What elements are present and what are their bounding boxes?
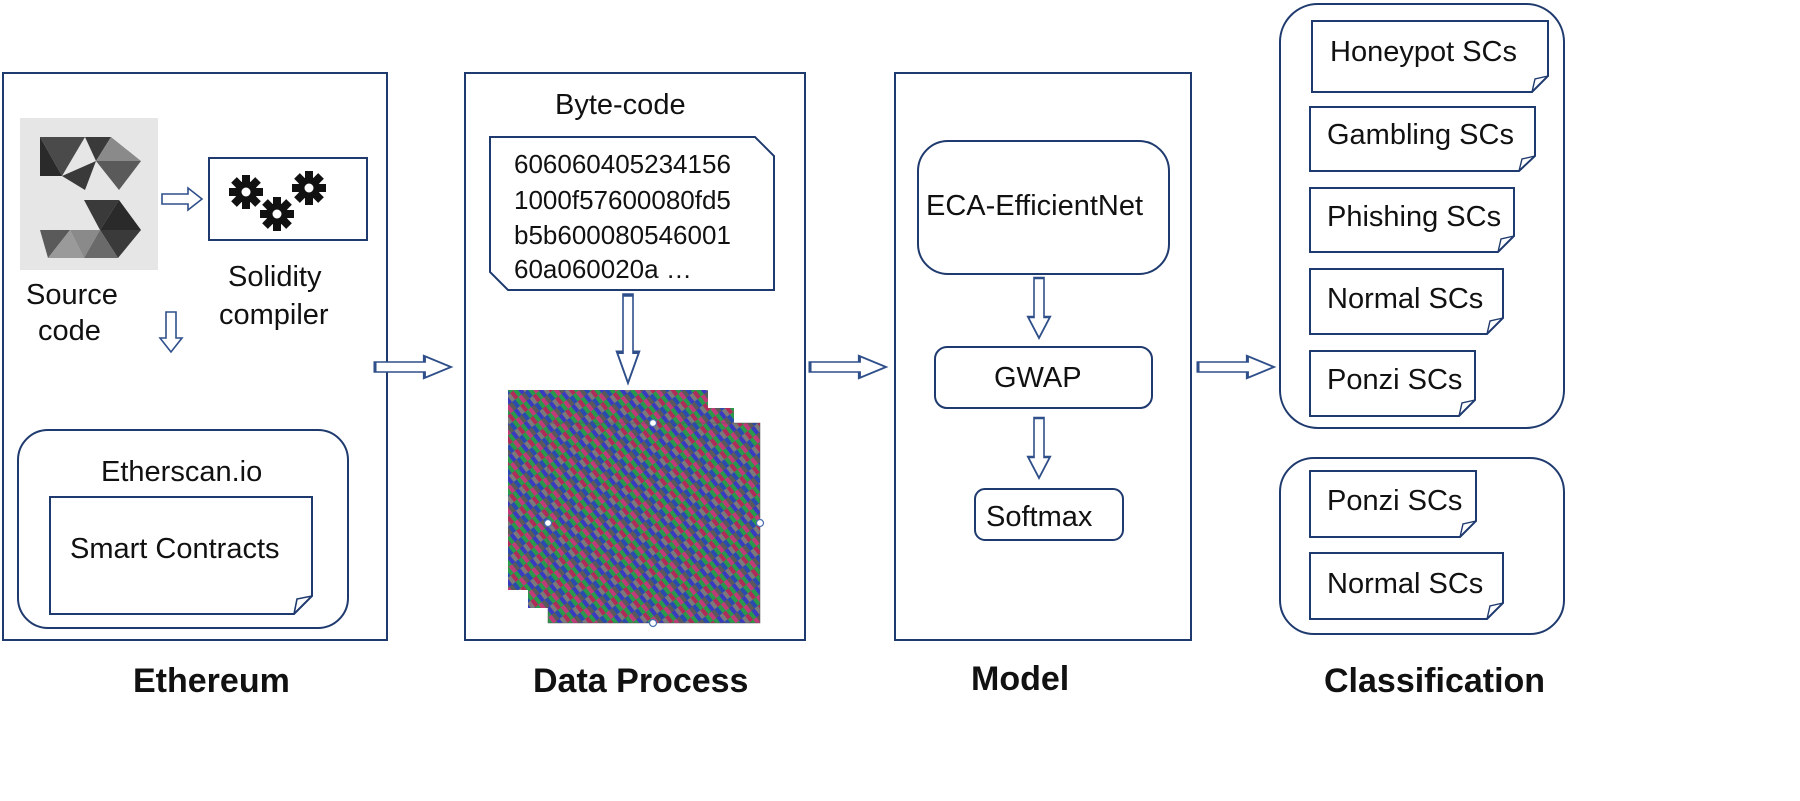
arrow-source-to-etherscan: [159, 311, 183, 353]
class-docs: [1309, 20, 1549, 620]
etherscan-label: Etherscan.io: [101, 456, 263, 488]
arrow-gwap-to-softmax: [1026, 416, 1052, 480]
bytecode-card: [489, 136, 775, 291]
bytecode-line-1: 606060405234156: [514, 149, 731, 179]
binary-class-ponzi: Ponzi SCs: [1327, 485, 1463, 517]
ethereum-logo-icon: [20, 118, 158, 270]
arrow-bytecode-to-image: [615, 293, 641, 385]
model-panel: [894, 72, 1192, 641]
section-title-data-process: Data Process: [533, 662, 749, 700]
softmax-label: Softmax: [986, 501, 1093, 533]
softmax-box: [974, 488, 1124, 541]
byte-image-stack: [508, 390, 765, 628]
bytecode-title: Byte-code: [555, 89, 686, 121]
source-code-label-line1: Source: [26, 279, 118, 311]
compiler-label-line2: compiler: [219, 299, 329, 331]
bytecode-line-3: b5b600080546001: [514, 220, 731, 250]
gears-icon: [229, 171, 326, 231]
compiler-box: [208, 157, 368, 241]
class-normal: Normal SCs: [1327, 283, 1484, 315]
gwap-box: [934, 346, 1153, 409]
class-phishing: Phishing SCs: [1327, 201, 1502, 233]
eca-efficientnet-label: ECA-EfficientNet: [926, 190, 1144, 222]
source-code-label-line2: code: [38, 315, 101, 347]
ethereum-panel: [2, 72, 388, 641]
smart-contracts-label: Smart Contracts: [70, 533, 280, 565]
arrow-model-to-classification: [1196, 354, 1276, 380]
class-ponzi: Ponzi SCs: [1327, 364, 1463, 396]
section-title-ethereum: Ethereum: [133, 662, 290, 700]
class-honeypot: Honeypot SCs: [1330, 36, 1517, 68]
section-title-classification: Classification: [1324, 662, 1546, 700]
class-gambling: Gambling SCs: [1327, 119, 1514, 151]
bytecode-line-4: 60a060020a …: [514, 254, 692, 284]
section-title-model: Model: [971, 660, 1070, 698]
arrow-dataprocess-to-model: [808, 354, 888, 380]
eca-box: [917, 140, 1170, 275]
data-process-panel: [464, 72, 806, 641]
arrow-eca-to-gwap: [1026, 276, 1052, 340]
compiler-label-line1: Solidity: [228, 261, 322, 293]
gwap-label: GWAP: [994, 362, 1082, 394]
arrow-source-to-compiler: [161, 187, 203, 211]
binary-class-normal: Normal SCs: [1327, 568, 1484, 600]
bytecode-line-2: 1000f57600080fd5: [514, 185, 731, 215]
smart-contracts-doc: [49, 496, 313, 615]
